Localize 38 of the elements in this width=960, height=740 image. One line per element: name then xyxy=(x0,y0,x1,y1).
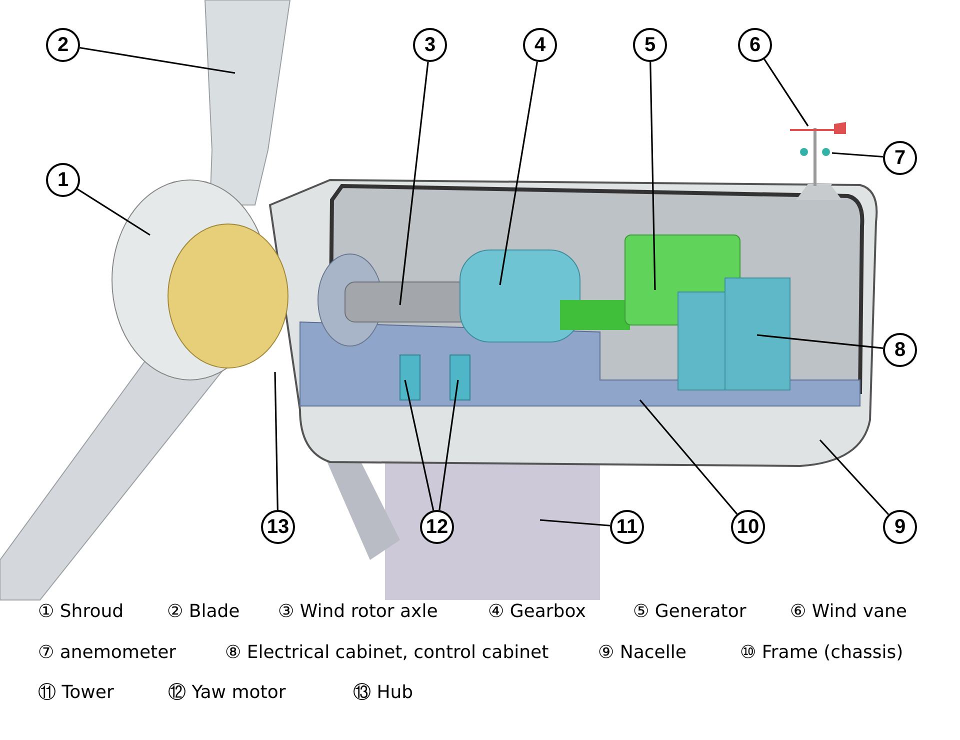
leader-line xyxy=(404,380,434,511)
leader-line xyxy=(399,62,429,306)
legend-text: ⑧ Electrical cabinet, control cabinet xyxy=(225,641,549,665)
callout-number: 4 xyxy=(523,28,557,62)
leader-line xyxy=(832,152,884,158)
legend-text: ⑪ Tower xyxy=(38,681,114,705)
legend-text: ⑬ Hub xyxy=(353,681,414,705)
legend-text: ⑨ Nacelle xyxy=(598,641,686,665)
legend-text: ⑤ Generator xyxy=(633,600,746,624)
callout-number: 11 xyxy=(610,510,644,544)
callout-number: 2 xyxy=(46,28,80,62)
callout-number: 6 xyxy=(738,28,772,62)
leader-line xyxy=(540,519,610,526)
leader-line xyxy=(499,62,538,286)
legend-text: ⑥ Wind vane xyxy=(790,600,907,624)
legend-text: ① Shroud xyxy=(38,600,124,624)
leader-line xyxy=(764,58,809,126)
callout-number: 9 xyxy=(883,510,917,544)
leader-line xyxy=(80,46,236,74)
legend-text: ⑫ Yaw motor xyxy=(168,681,286,705)
callout-number: 3 xyxy=(413,28,447,62)
leader-line xyxy=(438,380,459,510)
callout-number: 13 xyxy=(261,510,295,544)
callout-number: 10 xyxy=(731,510,765,544)
legend-text: ⑦ anemometer xyxy=(38,641,176,665)
legend-text: ④ Gearbox xyxy=(488,600,586,624)
leader-line xyxy=(650,62,656,290)
callout-number: 1 xyxy=(46,163,80,197)
leader-line xyxy=(274,372,278,510)
callout-number: 8 xyxy=(883,333,917,367)
callout-number: 5 xyxy=(633,28,667,62)
legend-text: ② Blade xyxy=(167,600,240,624)
legend-text: ③ Wind rotor axle xyxy=(278,600,438,624)
callout-number: 7 xyxy=(883,141,917,175)
leader-line xyxy=(76,188,150,236)
leader-line xyxy=(819,439,890,516)
legend-text: ⑩ Frame (chassis) xyxy=(740,641,904,665)
leader-line xyxy=(639,399,738,515)
